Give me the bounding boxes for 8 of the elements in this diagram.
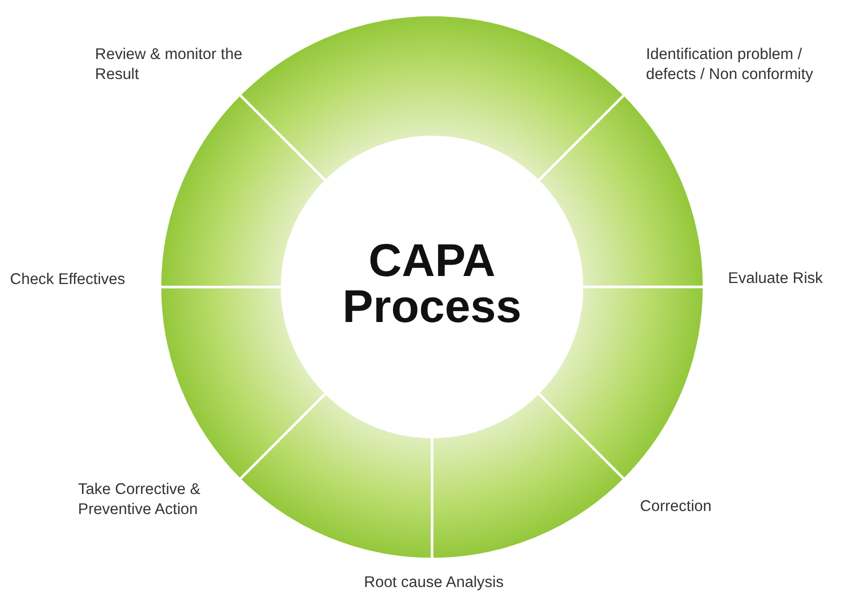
step-label: Evaluate Risk	[728, 270, 823, 287]
step-label: Check Effectives	[10, 271, 126, 288]
step-label: Identification problem / defects / Non conformity	[646, 46, 814, 83]
step-label: Correction	[640, 498, 712, 515]
center-title: CAPA Process	[342, 237, 522, 332]
step-label: Take Corrective & Preventive Action	[78, 481, 200, 518]
step-label: Root cause Analysis	[364, 574, 504, 591]
step-label: Review & monitor the Result	[95, 46, 242, 83]
